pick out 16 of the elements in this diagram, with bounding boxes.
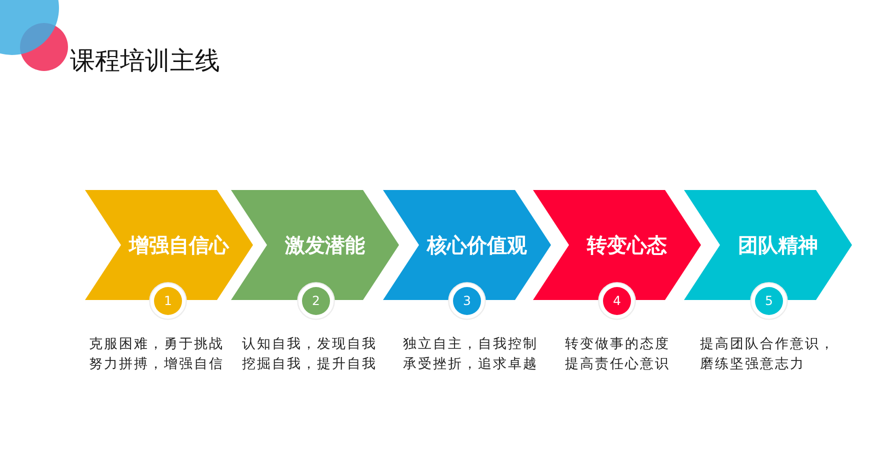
step-description: 转变做事的态度提高责任心意识 bbox=[565, 335, 671, 374]
diagram-title: 课程培训主线 bbox=[70, 46, 220, 76]
step-title: 增强自信心 bbox=[129, 233, 229, 257]
step-description: 提高团队合作意识，磨练坚强意志力 bbox=[700, 335, 836, 374]
step-description: 认知自我，发现自我挖掘自我，提升自我 bbox=[242, 335, 378, 374]
step-number: 2 bbox=[312, 294, 320, 308]
step-title: 激发潜能 bbox=[285, 233, 365, 257]
step-title: 转变心态 bbox=[587, 233, 667, 257]
step-number: 4 bbox=[613, 294, 621, 308]
step-description: 独立自主，自我控制承受挫折，追求卓越 bbox=[403, 335, 539, 374]
step-number: 1 bbox=[164, 294, 172, 308]
step-title: 团队精神 bbox=[738, 233, 818, 257]
step-number: 5 bbox=[765, 294, 773, 308]
step-number: 3 bbox=[463, 294, 471, 308]
step-title: 核心价值观 bbox=[427, 233, 527, 257]
step-description: 克服困难，勇于挑战努力拼搏，增强自信 bbox=[89, 335, 225, 374]
